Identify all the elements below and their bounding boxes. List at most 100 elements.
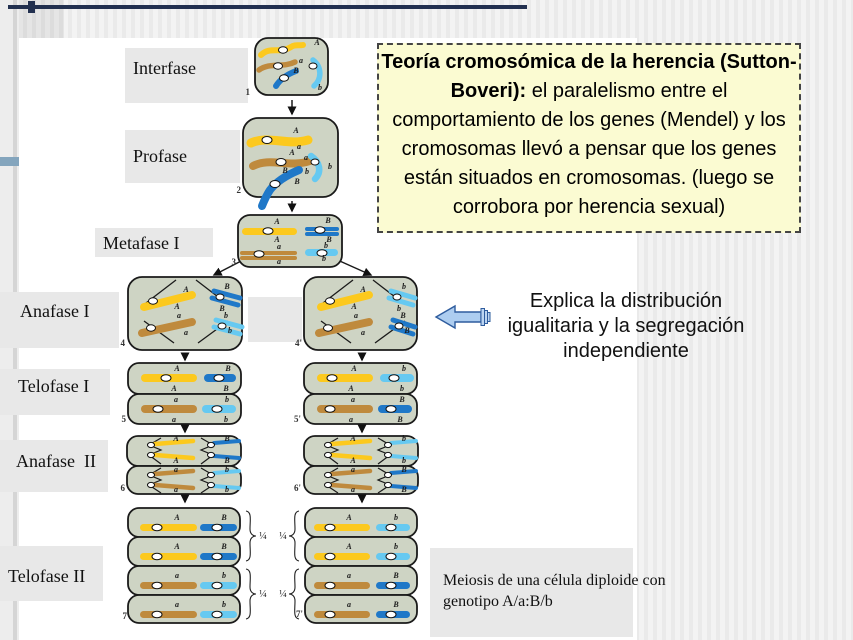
svg-text:A: A	[350, 302, 357, 311]
telofase2-left-chromosomes: A B A B a b a b	[140, 513, 237, 619]
svg-text:4: 4	[121, 338, 126, 348]
svg-text:a: a	[297, 142, 301, 151]
svg-text:a: a	[351, 485, 355, 494]
svg-text:B: B	[398, 395, 405, 404]
svg-text:B: B	[396, 415, 403, 424]
svg-text:A: A	[173, 542, 180, 551]
svg-text:b: b	[224, 415, 228, 424]
svg-text:a: a	[361, 328, 365, 337]
gamete-brackets: ¼ ¼ ¼ ¼	[245, 510, 300, 620]
svg-text:A: A	[345, 513, 352, 522]
svg-text:4': 4'	[295, 338, 302, 348]
svg-text:A: A	[173, 302, 180, 311]
caption-box	[430, 548, 633, 637]
svg-text:a: a	[351, 465, 355, 474]
label-anafase1: Anafase I	[0, 292, 119, 348]
svg-text:b: b	[225, 395, 229, 404]
svg-text:A: A	[349, 456, 356, 465]
svg-text:b: b	[225, 485, 229, 494]
svg-text:A: A	[172, 456, 179, 465]
svg-text:b: b	[324, 241, 328, 250]
left-accent-bar	[0, 157, 19, 166]
svg-text:b: b	[394, 513, 398, 522]
svg-text:b: b	[328, 162, 332, 171]
anafase1-left-chromosomes: A A a a B B b b	[138, 279, 245, 344]
metafase1-chromosomes: A B A a B b a b	[240, 216, 339, 266]
svg-text:b: b	[305, 167, 309, 176]
svg-text:A: A	[172, 434, 179, 443]
svg-text:B: B	[293, 177, 300, 186]
svg-text:a: a	[174, 485, 178, 494]
theory-box: Teoría cromosómica de la herencia (Sutto…	[377, 43, 801, 233]
top-accent-tick	[28, 1, 35, 13]
svg-text:B: B	[400, 485, 407, 494]
svg-text:b: b	[222, 600, 226, 609]
svg-text:b: b	[228, 326, 232, 335]
svg-text:B: B	[224, 364, 231, 373]
svg-text:¼: ¼	[259, 589, 267, 600]
stage-numbers: 1 2 3 4 4' 5 5' 6 6' 7 7'	[121, 87, 304, 621]
svg-text:A: A	[359, 285, 366, 294]
svg-text:b: b	[394, 542, 398, 551]
caption-line2: genotipo A/a:B/b	[443, 593, 553, 610]
svg-text:5: 5	[122, 414, 127, 424]
svg-text:a: a	[174, 465, 178, 474]
telofase1-right-chromosomes: A A b b a a B B	[317, 364, 414, 424]
anafase2-left-chromosomes: A A B B a a b b	[147, 434, 241, 494]
label-metafase1: Metafase I	[95, 228, 213, 257]
svg-text:a: a	[277, 242, 281, 251]
svg-text:a: a	[304, 153, 308, 162]
svg-text:5': 5'	[294, 414, 301, 424]
svg-text:a: a	[184, 328, 188, 337]
svg-text:a: a	[347, 571, 351, 580]
svg-text:b: b	[402, 456, 406, 465]
svg-text:7: 7	[123, 611, 128, 621]
anafase1-right-chromosomes: A A a a b b B B	[315, 279, 418, 344]
svg-text:A: A	[347, 384, 354, 393]
svg-text:B: B	[292, 66, 299, 75]
svg-text:A: A	[292, 126, 299, 135]
label-telofase1: Telofase I	[0, 369, 110, 415]
top-accent-line	[8, 5, 527, 9]
svg-text:a: a	[349, 415, 353, 424]
svg-text:7': 7'	[296, 609, 303, 619]
svg-text:B: B	[281, 166, 288, 175]
telofase2-right-chromosomes: A b A b a B a B	[314, 513, 410, 619]
svg-text:a: a	[175, 571, 179, 580]
profase-chromosomes: A A a a B B b b	[246, 126, 332, 210]
svg-text:3: 3	[232, 257, 237, 267]
label-profase: Profase	[125, 130, 240, 183]
svg-text:A: A	[273, 217, 280, 226]
svg-text:b: b	[400, 384, 404, 393]
svg-text:a: a	[175, 600, 179, 609]
svg-text:a: a	[177, 311, 181, 320]
svg-text:A: A	[273, 235, 280, 244]
svg-text:a: a	[172, 415, 176, 424]
svg-text:a: a	[354, 311, 358, 320]
svg-text:a: a	[277, 257, 281, 266]
svg-text:b: b	[318, 83, 322, 92]
svg-text:A: A	[170, 384, 177, 393]
svg-text:b: b	[402, 282, 406, 291]
label-interfase: Interfase	[125, 48, 248, 103]
caption-line1: Meiosis de una célula diploide con	[443, 572, 666, 589]
svg-text:B: B	[403, 326, 410, 335]
left-pointer-arrow-icon	[434, 304, 491, 330]
svg-text:6': 6'	[294, 483, 301, 493]
anafase2-right-chromosomes: A A b b a a B B	[324, 434, 418, 494]
svg-text:b: b	[224, 311, 228, 320]
svg-text:A: A	[173, 513, 180, 522]
svg-text:¼: ¼	[279, 589, 287, 600]
svg-text:b: b	[322, 254, 326, 263]
svg-text:A: A	[173, 364, 180, 373]
telofase1-left-chromosomes: A A B B a a b b	[141, 364, 236, 424]
svg-text:2: 2	[237, 185, 242, 195]
svg-text:B: B	[220, 542, 227, 551]
spacer-box	[248, 297, 302, 342]
svg-text:B: B	[223, 456, 230, 465]
svg-text:B: B	[325, 235, 332, 244]
svg-text:A: A	[313, 38, 320, 47]
label-telofase2: Telofase II	[0, 546, 103, 601]
theory-body: el paralelismo entre el comportamiento d…	[392, 80, 786, 218]
